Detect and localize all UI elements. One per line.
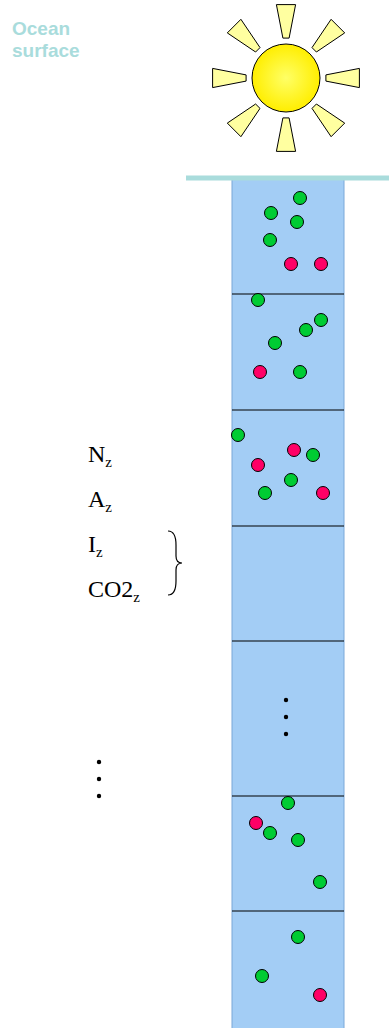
- surface-label: Ocean surface: [12, 18, 92, 62]
- sun-rays: [213, 5, 360, 152]
- green-particle: [292, 834, 305, 847]
- sun-ray: [227, 19, 260, 52]
- sun-ray: [312, 19, 345, 52]
- sun-ray: [326, 68, 360, 87]
- ocean-surface-line: [186, 176, 389, 181]
- variable-label: CO2z: [88, 575, 140, 603]
- green-particle: [307, 449, 320, 462]
- red-particle: [252, 459, 265, 472]
- green-particle: [315, 314, 328, 327]
- green-particle: [292, 931, 305, 944]
- ellipsis-dots: [97, 698, 288, 798]
- bracket: [168, 531, 182, 595]
- red-particle: [285, 258, 298, 271]
- red-particle: [314, 989, 327, 1002]
- layer-boundaries: [232, 294, 344, 911]
- green-particle: [259, 487, 272, 500]
- green-particle: [291, 216, 304, 229]
- sun: [252, 44, 320, 112]
- green-particle: [294, 192, 307, 205]
- green-particle: [300, 324, 313, 337]
- green-particle: [269, 337, 282, 350]
- plankton-particles: [232, 192, 330, 1002]
- red-particle: [288, 444, 301, 457]
- variable-label: Az: [88, 485, 112, 513]
- sun-ray: [276, 5, 295, 39]
- green-particle: [264, 234, 277, 247]
- green-particle: [256, 970, 269, 983]
- sun-ray: [227, 104, 260, 137]
- variable-label: Iz: [88, 530, 103, 558]
- green-particle: [314, 876, 327, 889]
- green-particle: [285, 474, 298, 487]
- green-particle: [252, 294, 265, 307]
- red-particle: [315, 258, 328, 271]
- red-particle: [254, 366, 267, 379]
- green-particle: [232, 429, 245, 442]
- green-particle: [265, 207, 278, 220]
- sun-ray: [276, 118, 295, 151]
- red-particle: [250, 817, 263, 830]
- water-column: [232, 178, 344, 1028]
- green-particle: [294, 366, 307, 379]
- sun-ray: [312, 104, 345, 137]
- green-particle: [282, 797, 295, 810]
- red-particle: [317, 487, 330, 500]
- green-particle: [264, 827, 277, 840]
- variable-label: Nz: [88, 440, 112, 468]
- sun-ray: [213, 68, 247, 87]
